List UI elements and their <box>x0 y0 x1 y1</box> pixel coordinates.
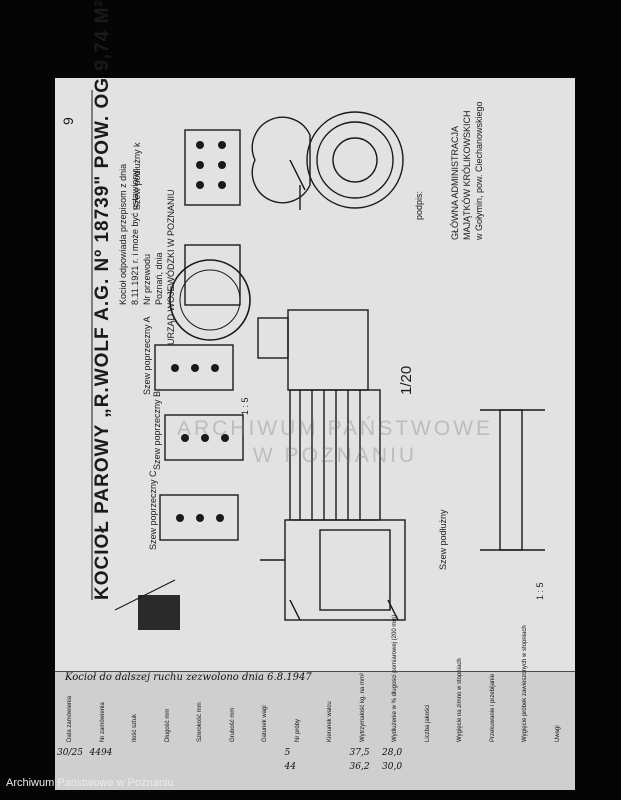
admin-stamp-line-2: MAJĄTKÓW KRÓLIKOWSKICH <box>462 110 472 240</box>
table-header-cell: Szerokość mm <box>197 702 204 742</box>
stamp-line-4: Poznań, dnia <box>154 252 164 305</box>
archive-label: Archiwum Państwowe w Poznaniu <box>6 777 174 789</box>
seam-detail-a <box>154 344 234 391</box>
table-cell: 37,5 <box>349 748 370 758</box>
table-header-cell: Uwagi <box>554 725 561 742</box>
table-header-cell: Wytrzymałość kg. na mm² <box>359 673 366 742</box>
stay-section <box>499 409 523 551</box>
table-header-cell: Data zamówienia <box>67 695 74 742</box>
section-label-a: Szew poprzeczny A <box>142 316 152 395</box>
table-header-cell: Wydłużenie w % długości pomiarowej (200 … <box>392 614 399 742</box>
signature-label: podpis: <box>414 190 424 220</box>
admin-stamp-line-1: GŁÓWNA ADMINISTRACJA <box>450 125 460 240</box>
table-header-cell: Przekuwanie i przebijanie <box>489 673 496 742</box>
firebox <box>284 519 406 621</box>
drawing-sheet <box>55 78 575 778</box>
table-header-cell: Grubość mm <box>229 707 236 742</box>
section-label-k: Szew podłużny k <box>132 142 142 210</box>
watermark-line-2: W POZNANIU <box>252 444 418 467</box>
table-header-cell: Liczba jakości <box>424 704 431 742</box>
stamp-line-1: Kocioł odpowiada przepisom z dnia <box>118 163 128 305</box>
scale-main: 1/20 <box>398 365 415 395</box>
seal-text: URZĄD WOJEWÓDZKI W POZNANIU <box>166 189 176 346</box>
page-number: 9 <box>60 117 76 125</box>
section-label-b: Szew poprzeczny B <box>152 390 162 470</box>
archive-watermark: ARCHIWUM PAŃSTWOWE W POZNANIU <box>170 415 500 469</box>
material-test-table: Kocioł do dalszej ruchu zezwolono dnia 6… <box>55 615 575 790</box>
official-seal <box>169 259 251 341</box>
table-header-cell: Nr próby <box>294 718 301 742</box>
admin-stamp-line-3: w Gołymin, pow. Ciechanowskiego <box>474 101 484 240</box>
scale-small-2: 1 : 5 <box>535 582 545 600</box>
table-header-cell: Ilość sztuk <box>132 713 139 742</box>
detail-section-k <box>184 129 241 206</box>
table-header-cell: Nr zamówienia <box>99 702 106 742</box>
drawing-area <box>55 78 575 673</box>
steam-dome <box>287 309 369 391</box>
section-label-seam: Szew podłużny <box>438 509 448 570</box>
table-cell: 28,0 <box>382 748 403 758</box>
table-cell: 36,2 <box>349 762 370 772</box>
table-header-cell: Długość mm <box>164 708 171 742</box>
table-cell: 30/25 <box>57 748 83 758</box>
stamp-line-3: Nr przewodu <box>142 253 152 305</box>
table-header-cell: Wygięcie na zimno w stopniach <box>457 658 464 742</box>
seam-detail-c <box>159 494 239 541</box>
table-cell: 44 <box>284 762 296 772</box>
table-header-cell: Gatunek wagi <box>262 705 269 742</box>
scale-small-1: 1 : 5 <box>240 397 250 415</box>
boiler-end-view <box>306 111 404 209</box>
document-title: KOCIOŁ PAROWY „R.WOLF A.G. Nº 18739" POW… <box>92 0 113 600</box>
table-header-cell: Kierunek walcu <box>327 701 334 742</box>
table-header-cell: Wygięcie próbek zawieszonych w stopniach <box>522 625 529 742</box>
handwritten-note: Kocioł do dalszej ruchu zezwolono dnia 6… <box>65 672 312 683</box>
seam-detail-b <box>164 414 244 461</box>
thumbnail-sketch <box>138 595 180 630</box>
table-cell: 4494 <box>89 748 113 758</box>
section-label-c: Szew poprzeczny C <box>148 470 158 550</box>
table-cell: 5 <box>284 748 291 758</box>
watermark-line-1: ARCHIWUM PAŃSTWOWE <box>176 417 494 440</box>
table-cell: 30,0 <box>382 762 403 772</box>
